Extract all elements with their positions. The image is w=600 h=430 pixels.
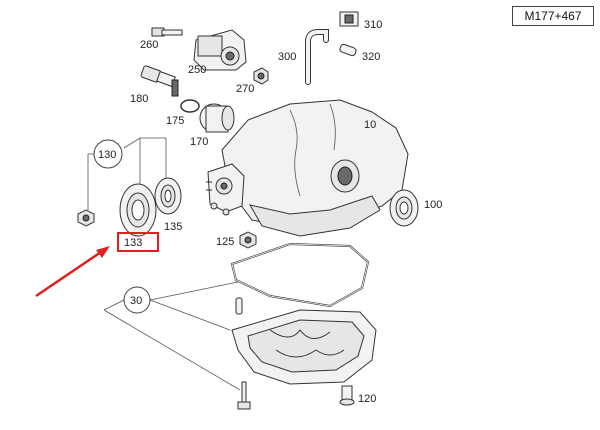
model-code-box: M177+467 [512, 6, 594, 26]
part-270-nut[interactable] [253, 67, 269, 85]
label-135: 135 [164, 221, 182, 233]
label-170: 170 [190, 136, 208, 148]
part-30-oil-pan[interactable] [231, 309, 377, 385]
part-120-plug[interactable] [339, 385, 355, 406]
highlight-box-133 [117, 232, 159, 252]
label-175: 175 [166, 115, 184, 127]
label-180: 180 [130, 93, 148, 105]
part-310-clip[interactable] [339, 11, 359, 27]
part-130-nut[interactable] [77, 209, 95, 227]
part-170-sleeve[interactable] [199, 103, 235, 133]
callout-130 [93, 139, 123, 169]
part-10-differential-housing[interactable] [206, 99, 409, 237]
red-pointer-arrow [35, 246, 110, 298]
part-175-oring[interactable] [180, 99, 200, 113]
part-133-flange[interactable] [119, 183, 157, 237]
part-250-actuator[interactable] [193, 29, 247, 71]
label-320: 320 [362, 51, 380, 63]
part-30-gasket[interactable] [230, 242, 370, 308]
part-300-breather-pipe[interactable] [305, 29, 329, 85]
callout-30 [123, 286, 151, 314]
label-133: 133 [124, 237, 142, 249]
label-300: 300 [278, 51, 296, 63]
label-310: 310 [364, 19, 382, 31]
group-30-leaders [103, 281, 241, 391]
model-code: M177+467 [524, 9, 582, 23]
label-270: 270 [236, 83, 254, 95]
label-260: 260 [140, 39, 158, 51]
part-320-plug[interactable] [339, 43, 357, 57]
label-120: 120 [358, 393, 376, 405]
label-30: 30 [130, 295, 142, 307]
part-135-seal[interactable] [154, 177, 182, 215]
part-30-dowel[interactable] [235, 297, 243, 315]
part-125-plug[interactable] [239, 231, 257, 249]
label-100: 100 [424, 199, 442, 211]
label-250: 250 [188, 64, 206, 76]
part-260-bolt[interactable] [151, 27, 183, 37]
part-100-shaft-seal[interactable] [389, 189, 419, 227]
part-180-sensor[interactable] [140, 65, 179, 97]
label-125: 125 [216, 236, 234, 248]
label-10: 10 [364, 119, 376, 131]
label-130: 130 [98, 149, 116, 161]
part-30-bolt[interactable] [237, 381, 251, 410]
